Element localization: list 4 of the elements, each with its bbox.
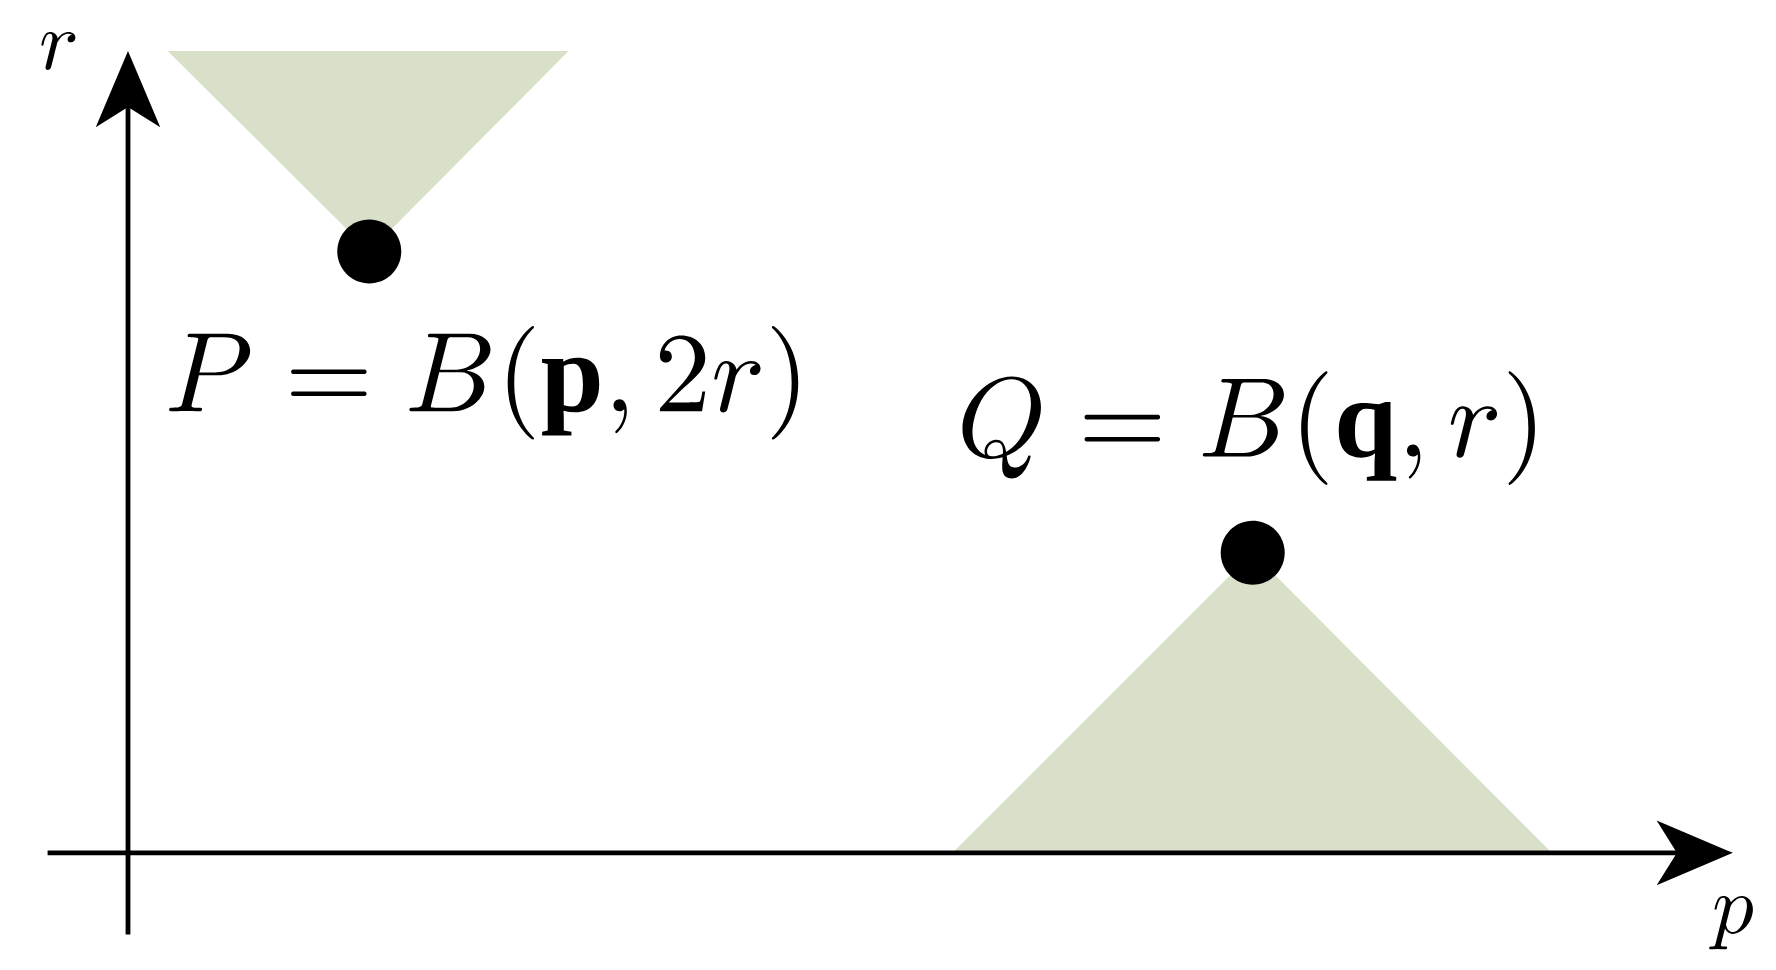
axis-label: $p$ [1709, 896, 1753, 950]
formula-label: $Q = B(\mathbf{q}, r)$ [962, 371, 1535, 486]
axis-label: $r$ [41, 32, 76, 71]
formula-label: $P = B(\mathbf{p}, 2r)$ [169, 326, 799, 440]
